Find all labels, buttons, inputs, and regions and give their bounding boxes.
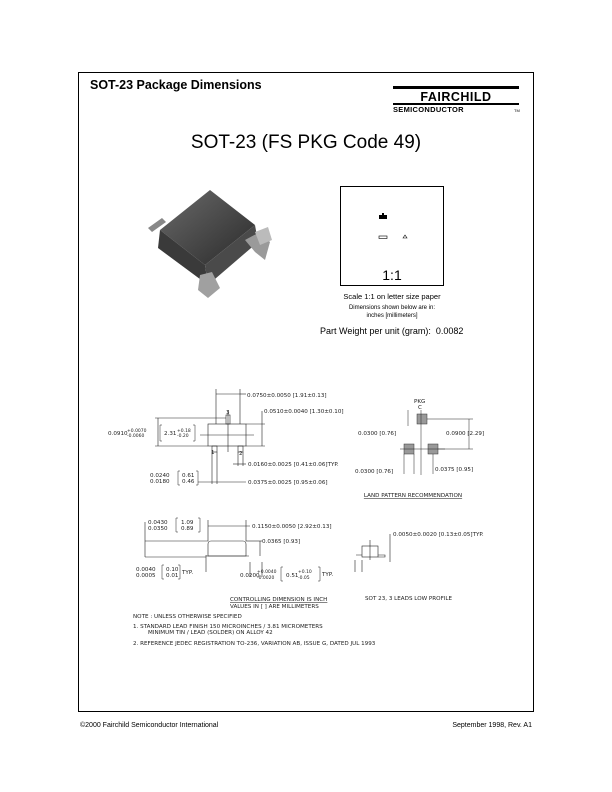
dim-pitch: 0.0375±0.0025 [0.95±0.06] [248,480,328,486]
notes-heading: NOTE : UNLESS OTHERWISE SPECIFIED [133,614,242,620]
part-weight: Part Weight per unit (gram): 0.0082 [320,326,463,336]
controlling-dimension: CONTROLLING DIMENSION IS INCH [230,597,327,603]
dim-length-mm-plus: +0.18 [177,428,191,434]
units-line-2: inches [millimeters] [366,313,418,319]
dim-length-minus: -0.0060 [127,433,145,439]
dim-height-mm-min: 0.89 [181,526,194,532]
dim-pad-height: 0.0300 [0.76] [358,431,396,437]
land-pattern-drawing [400,410,473,475]
note-2: 2. REFERENCE JEDEC REGISTRATION TO-236, … [133,641,376,647]
dim-width: 0.0750±0.0050 [1.91±0.13] [247,393,327,399]
dim-span: 0.0900 [2.29] [446,431,484,437]
pkg-label: PKG [414,399,425,405]
dim-standoff-mm-max: 0.10 [166,567,179,573]
dim-length-mm-minus: -0.20 [177,433,189,439]
fairchild-logo: FAIRCHILD SEMICONDUCTOR TM [393,86,520,116]
dim-standoff-max: 0.0040 [136,567,156,573]
end-view-caption: SOT 23, 3 LEADS LOW PROFILE [365,596,453,602]
scale-box [340,186,444,286]
land-pattern-title: LAND PATTERN RECOMMENDATION [364,493,462,499]
package-3d-image [148,190,272,298]
dim-lead-len-max: 0.0240 [150,473,170,479]
logo-bar [393,86,519,89]
logo-sub: SEMICONDUCTOR [393,105,464,114]
standoff-typ: TYP. [181,570,193,576]
dim-foot-plus: +0.0040 [257,569,277,575]
pin-3-label: 3 [226,410,230,416]
dim-pad-width: 0.0300 [0.76] [355,469,393,475]
dim-lead-width: 0.0160±0.0025 [0.41±0.06]TYP. [248,462,339,468]
dim-lead-len-min: 0.0180 [150,479,170,485]
dim-foot-mm-plus: +0.10 [298,569,312,575]
footer-revision: September 1998, Rev. A1 [452,722,532,729]
dim-lead-len-mm-min: 0.46 [182,479,195,485]
units-line-1: Dimensions shown below are in: [348,305,436,311]
dim-length-nom: 0.0910 [108,431,128,437]
dim-lead-thickness: 0.0050±0.0020 [0.13±0.05]TYP. [393,532,484,538]
foot-typ: TYP. [321,572,333,578]
dim-foot-mm-minus: -0.05 [298,575,310,581]
dim-height-min: 0.0350 [148,526,168,532]
side-view-drawing [144,520,263,577]
pin-1-label: 1 [211,450,215,456]
center-label: C [418,405,422,411]
dim-standoff-min: 0.0005 [136,573,156,579]
dim-standoff-mm-min: 0.01 [166,573,179,579]
dim-body-height: 0.0365 [0.93] [262,539,300,545]
dim-foot-mm-nom: 0.51 [286,573,299,579]
top-view-drawing [155,389,265,484]
part-weight-label: Part Weight per unit (gram): [320,326,431,336]
footer-copyright: ©2000 Fairchild Semiconductor Internatio… [80,722,219,729]
dim-body-width: 0.0510±0.0040 [1.30±0.10] [264,409,344,415]
dim-length-mm-nom: 2.31 [164,431,177,437]
part-weight-value: 0.0082 [435,326,464,336]
end-view-drawing [354,534,391,572]
dim-foot-minus: -0.0020 [257,575,275,581]
values-in-mm: VALUES IN [ ] ARE MILLIMETERS [230,604,319,610]
package-title: SOT-23 (FS PKG Code 49) [190,132,422,153]
dim-height-max: 0.0430 [148,520,168,526]
logo-bar [393,103,519,105]
dim-length-plus: +0.0070 [127,428,147,434]
page-frame [78,72,534,712]
scale-caption: Scale 1:1 on letter size paper [343,292,441,301]
note-1-line-1: 1. STANDARD LEAD FINISH 150 MICROINCHES … [133,624,323,630]
dim-land-pitch: 0.0375 [0.95] [435,467,473,473]
dim-overall-length: 0.1150±0.0050 [2.92±0.13] [252,524,332,530]
scale-drawing [378,213,408,239]
scale-ratio: 1:1 [382,267,402,283]
note-1-line-2: MINIMUM TIN / LEAD (SOLDER) ON ALLOY 42 [148,630,273,636]
logo-tm: TM [514,108,520,113]
dim-lead-len-mm-max: 0.61 [182,473,195,479]
document-title: SOT-23 Package Dimensions [90,78,262,92]
logo-brand: FAIRCHILD [420,90,492,104]
pin-2-label: 2 [239,451,243,457]
dim-foot-nom: 0.0200 [240,573,260,579]
dim-height-mm-max: 1.09 [181,520,194,526]
